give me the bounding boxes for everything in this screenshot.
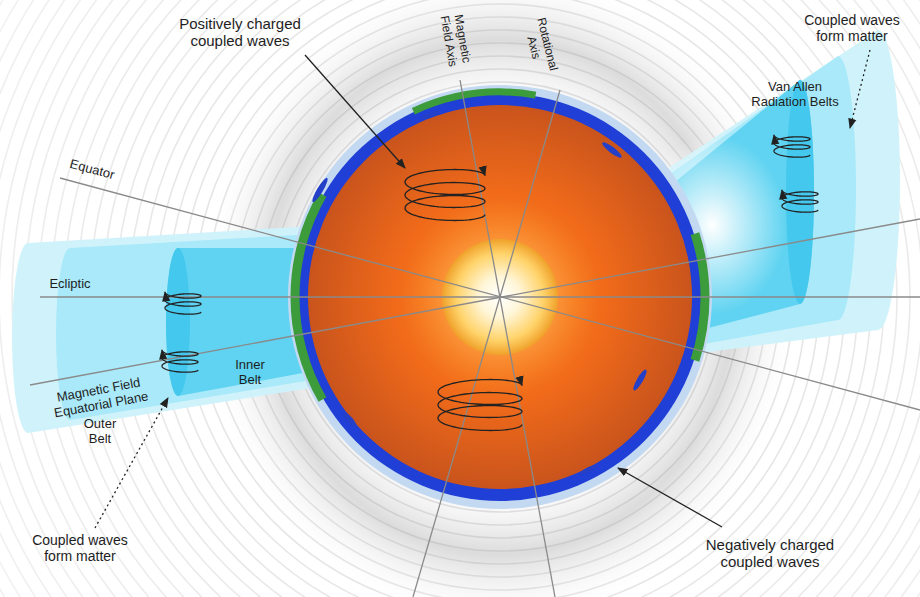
plane-label: Magnetic Field Equatorial Plane: [40, 373, 160, 424]
crust-speck: [578, 463, 598, 477]
callout-text: Positively charged coupled waves: [165, 15, 315, 50]
belt-label: Outer Belt: [77, 417, 123, 447]
wave-coil: [438, 380, 522, 431]
axis-label: Magnetic Field Axis: [436, 6, 474, 74]
ripple-ring: [77, 0, 920, 597]
ripple-ring: [51, 0, 920, 597]
plane-label: Ecliptic: [49, 277, 90, 292]
belt-label: Inner Belt: [227, 358, 273, 388]
plane-label: Equator: [68, 157, 116, 183]
wave-coil: [782, 190, 818, 212]
ripple-ring: [25, 0, 920, 597]
magnetic-equatorial-line: [30, 219, 920, 385]
ripple-ring: [116, 0, 884, 597]
ripple-ring: [129, 0, 871, 597]
sphere-shadow: [200, 0, 800, 597]
leader-arrow: [850, 50, 870, 128]
ripple-ring: [38, 0, 920, 597]
wave-coil: [162, 350, 198, 372]
equator-line: [60, 178, 920, 410]
crust-speck: [601, 140, 624, 159]
ripple-ring: [103, 0, 897, 597]
callout-text: Negatively charged coupled waves: [690, 536, 850, 571]
crust-speck: [421, 109, 440, 120]
axis-label: Rotational Axis: [519, 11, 562, 82]
ripple-ring: [90, 0, 910, 597]
crust-speck: [631, 368, 648, 392]
callout-text: Coupled waves form matter: [793, 12, 911, 44]
leader-arrow: [618, 468, 722, 527]
wave-coil: [774, 135, 810, 157]
inner-belt-cap: [166, 248, 190, 396]
callout-text: Coupled waves form matter: [21, 532, 139, 564]
reference-lines: [30, 80, 920, 597]
wave-coil: [165, 292, 201, 314]
ripple-ring: [155, 0, 845, 597]
wave-coil: [405, 170, 485, 221]
crust-speck: [310, 176, 329, 203]
ripple-ring: [12, 0, 920, 597]
outer-belt: [12, 225, 330, 433]
leader-arrow: [305, 55, 405, 168]
belt-label: Van Allen Radiation Belts: [745, 80, 845, 110]
crust-speck: [341, 410, 358, 429]
rotational-axis-line: [413, 90, 560, 597]
ripple-ring: [142, 0, 858, 597]
